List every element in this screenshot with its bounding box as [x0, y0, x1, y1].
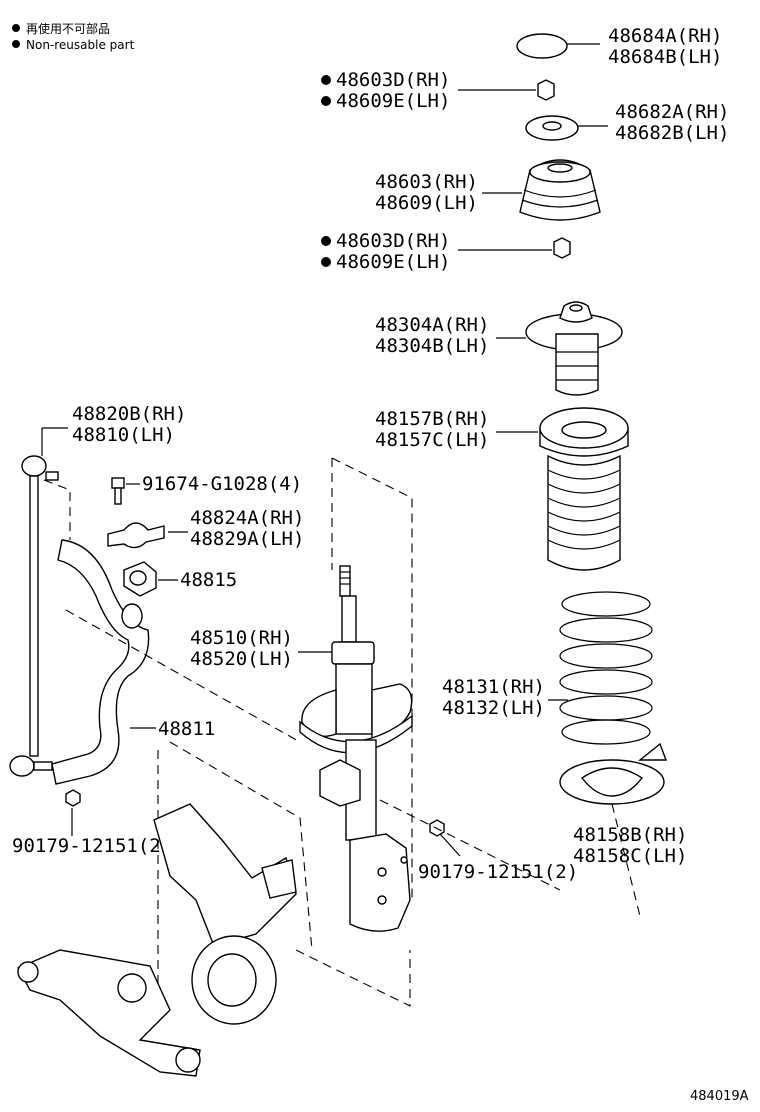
label-48510: 48510(RH): [190, 627, 293, 649]
label-48158b: 48158B(RH): [573, 824, 687, 846]
legend-english: Non-reusable part: [26, 38, 135, 52]
label-48603d-lower: 48603D(RH): [336, 230, 450, 252]
label-48682b: 48682B(LH): [615, 122, 729, 144]
label-48829a: 48829A(LH): [190, 528, 304, 550]
nut-part: [537, 79, 555, 101]
nonreusable-bullet-icon: [321, 257, 331, 267]
steering-knuckle-part: [153, 803, 297, 1025]
shock-absorber-part: [299, 565, 413, 932]
label-48158c: 48158C(LH): [573, 845, 687, 867]
nut-part: [65, 789, 81, 807]
label-90179-left: 90179-12151(2): [12, 835, 172, 857]
label-48682a: 48682A(RH): [615, 101, 729, 123]
bolt-part: [111, 477, 125, 505]
label-48304b: 48304B(LH): [375, 335, 489, 357]
label-48131: 48131(RH): [442, 676, 545, 698]
nut-part: [553, 237, 571, 259]
legend-japanese: 再使用不可部品: [26, 21, 110, 36]
label-48157c: 48157C(LH): [375, 429, 489, 451]
stabilizer-bar-part: [51, 539, 150, 785]
nonreusable-bullet-icon: [321, 75, 331, 85]
label-48684b: 48684B(LH): [608, 46, 722, 68]
lower-spring-seat-part: [559, 742, 668, 805]
label-48609e-lower: 48609E(LH): [336, 251, 450, 273]
legend-bullet-icon: [12, 24, 20, 32]
legend: 再使用不可部品 Non-reusable part: [12, 21, 135, 52]
label-48609e-upper: 48609E(LH): [336, 90, 450, 112]
stabilizer-link-part: [9, 455, 59, 777]
label-48520: 48520(LH): [190, 648, 293, 670]
dust-cap-part: [516, 33, 568, 59]
label-48810: 48810(LH): [72, 424, 175, 446]
suspension-support-part: [519, 159, 601, 221]
dust-boot-part: [539, 407, 629, 571]
legend-bullet-icon: [12, 40, 20, 48]
label-48684a: 48684A(RH): [608, 25, 722, 47]
nonreusable-bullet-icon: [321, 236, 331, 246]
label-90179-right: 90179-12151(2): [418, 861, 578, 883]
figure-code: 484019A: [690, 1089, 749, 1104]
lower-arm-part: [17, 949, 201, 1077]
label-48815: 48815: [180, 569, 237, 591]
label-48811: 48811: [158, 718, 215, 740]
label-48157b: 48157B(RH): [375, 408, 489, 430]
stabilizer-bushing-part: [123, 561, 157, 597]
label-48820b: 48820B(RH): [72, 403, 186, 425]
label-48132: 48132(LH): [442, 697, 545, 719]
stabilizer-bracket-part: [107, 522, 165, 549]
label-48609: 48609(LH): [375, 192, 478, 214]
label-48603: 48603(RH): [375, 171, 478, 193]
label-48603d-upper: 48603D(RH): [336, 69, 450, 91]
label-48824a: 48824A(RH): [190, 507, 304, 529]
label-91674: 91674-G1028(4): [142, 473, 302, 495]
coil-spring-part: [559, 591, 653, 745]
label-48304a: 48304A(RH): [375, 314, 489, 336]
nonreusable-bullet-icon: [321, 96, 331, 106]
bound-stopper-part: [525, 301, 623, 396]
